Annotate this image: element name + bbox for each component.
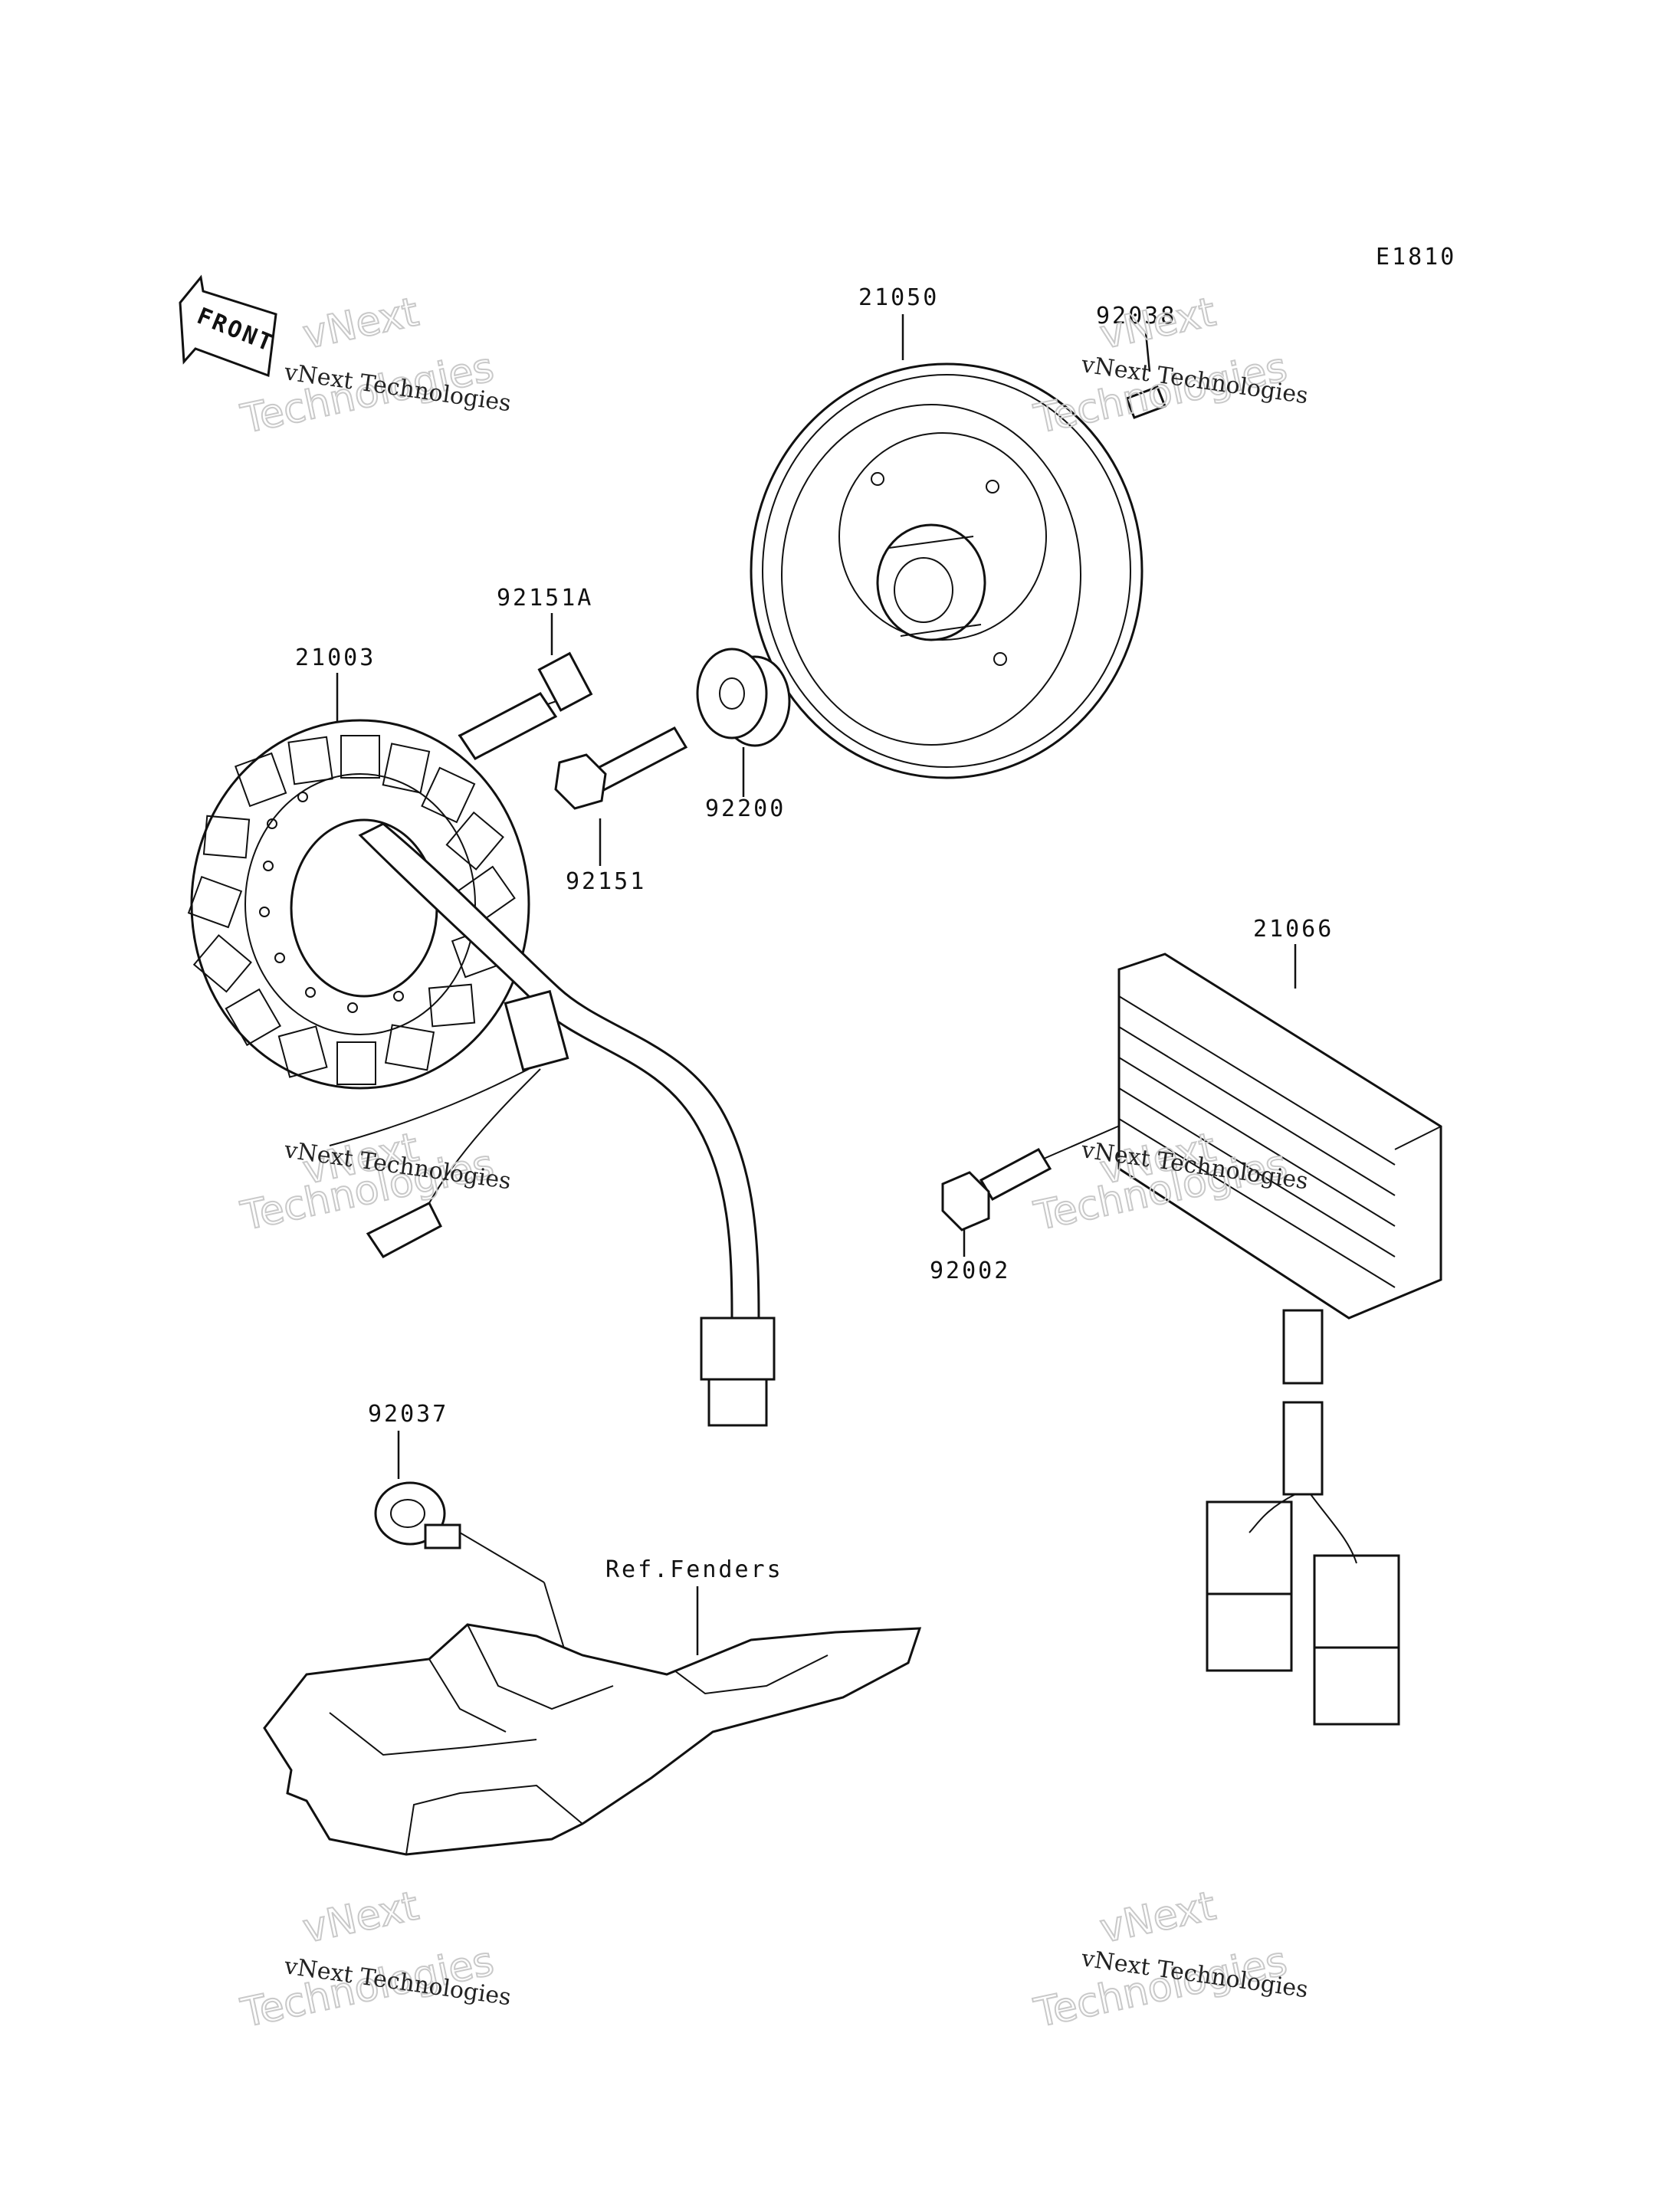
clamp-92037	[374, 1481, 461, 1549]
part-number-92151a: 92151A	[497, 585, 593, 612]
watermark-big-top: vNext	[299, 289, 422, 358]
bolt-92002	[941, 1148, 1052, 1231]
stator-coil	[187, 719, 776, 1427]
part-number-21050: 21050	[858, 284, 939, 311]
watermark-3: vNext Technologies vNext Technologies	[236, 1123, 513, 1240]
watermark-big-top: vNext	[1096, 289, 1219, 358]
watermark-5: vNext Technologies vNext Technologies	[236, 1882, 513, 2037]
watermark-1: vNext Technologies vNext Technologies	[236, 288, 513, 443]
part-number-21066: 21066	[1253, 916, 1334, 943]
part-number-92151: 92151	[566, 868, 646, 895]
part-number-92037: 92037	[368, 1401, 448, 1428]
part-number-92002: 92002	[930, 1258, 1010, 1284]
flywheel	[750, 362, 1144, 779]
woodruff-key	[1125, 385, 1166, 419]
spacer-collar	[696, 648, 791, 747]
bolt-92151	[554, 726, 688, 810]
part-number-92038: 92038	[1096, 303, 1176, 330]
watermark-6: vNext Technologies vNext Technologies	[1029, 1882, 1310, 2037]
bolt-92151a	[458, 651, 593, 760]
watermark-2: vNext Technologies vNext Technologies	[1029, 288, 1310, 443]
part-number-92200: 92200	[705, 795, 786, 822]
front-arrow-icon: FRONT	[179, 274, 278, 378]
reference-label-fenders: Ref.Fenders	[605, 1556, 783, 1583]
watermark-big-top: vNext	[299, 1883, 422, 1952]
part-number-21003: 21003	[295, 644, 376, 671]
watermark-big-top: vNext	[1096, 1883, 1219, 1952]
regulator-rectifier	[1117, 953, 1442, 1726]
diagram-code: E1810	[1376, 244, 1456, 271]
fender	[263, 1623, 922, 1856]
